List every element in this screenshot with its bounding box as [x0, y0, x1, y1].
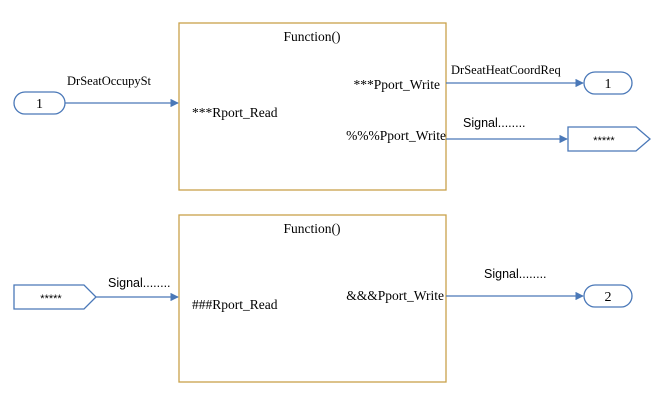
- outport-2-number: 2: [605, 290, 612, 305]
- function-block-1-pport-write-2: %%%Pport_Write: [346, 128, 446, 143]
- from-tag-label: *****: [40, 293, 62, 305]
- signal-label-out-2: Signal........: [484, 267, 547, 281]
- function-block-2-box: [178, 214, 447, 383]
- outport-2[interactable]: 2: [583, 284, 633, 308]
- signal-label-in-from: Signal........: [108, 276, 171, 290]
- outport-1-number: 1: [605, 77, 612, 92]
- signal-label-out-1: DrSeatHeatCoordReq: [451, 63, 561, 77]
- goto-tag-shape: [567, 126, 651, 152]
- signal-label-in-1: DrSeatOccupySt: [67, 74, 152, 88]
- from-tag[interactable]: *****: [13, 284, 97, 310]
- function-block-1-box: [178, 22, 447, 191]
- function-block-1-pport-write-1: ***Pport_Write: [354, 77, 440, 92]
- function-block-1-title: Function(): [284, 29, 341, 44]
- function-block-2-pport-write: &&&Pport_Write: [346, 288, 444, 303]
- function-block-1[interactable]: Function() ***Rport_Read ***Pport_Write …: [178, 22, 447, 191]
- goto-tag[interactable]: *****: [567, 126, 651, 152]
- outport-2-shape: [583, 284, 633, 308]
- from-tag-shape: [13, 284, 97, 310]
- goto-tag-label: *****: [593, 135, 615, 147]
- function-block-2-title: Function(): [284, 221, 341, 236]
- function-block-2[interactable]: Function() ###Rport_Read &&&Pport_Write: [178, 214, 447, 383]
- inport-1-number: 1: [36, 97, 43, 112]
- signal-label-out-goto: Signal........: [463, 116, 526, 130]
- outport-1[interactable]: 1: [583, 71, 633, 95]
- function-block-1-rport-read: ***Rport_Read: [192, 105, 278, 120]
- inport-1[interactable]: 1: [13, 91, 66, 115]
- outport-1-shape: [583, 71, 633, 95]
- function-block-2-rport-read: ###Rport_Read: [192, 297, 278, 312]
